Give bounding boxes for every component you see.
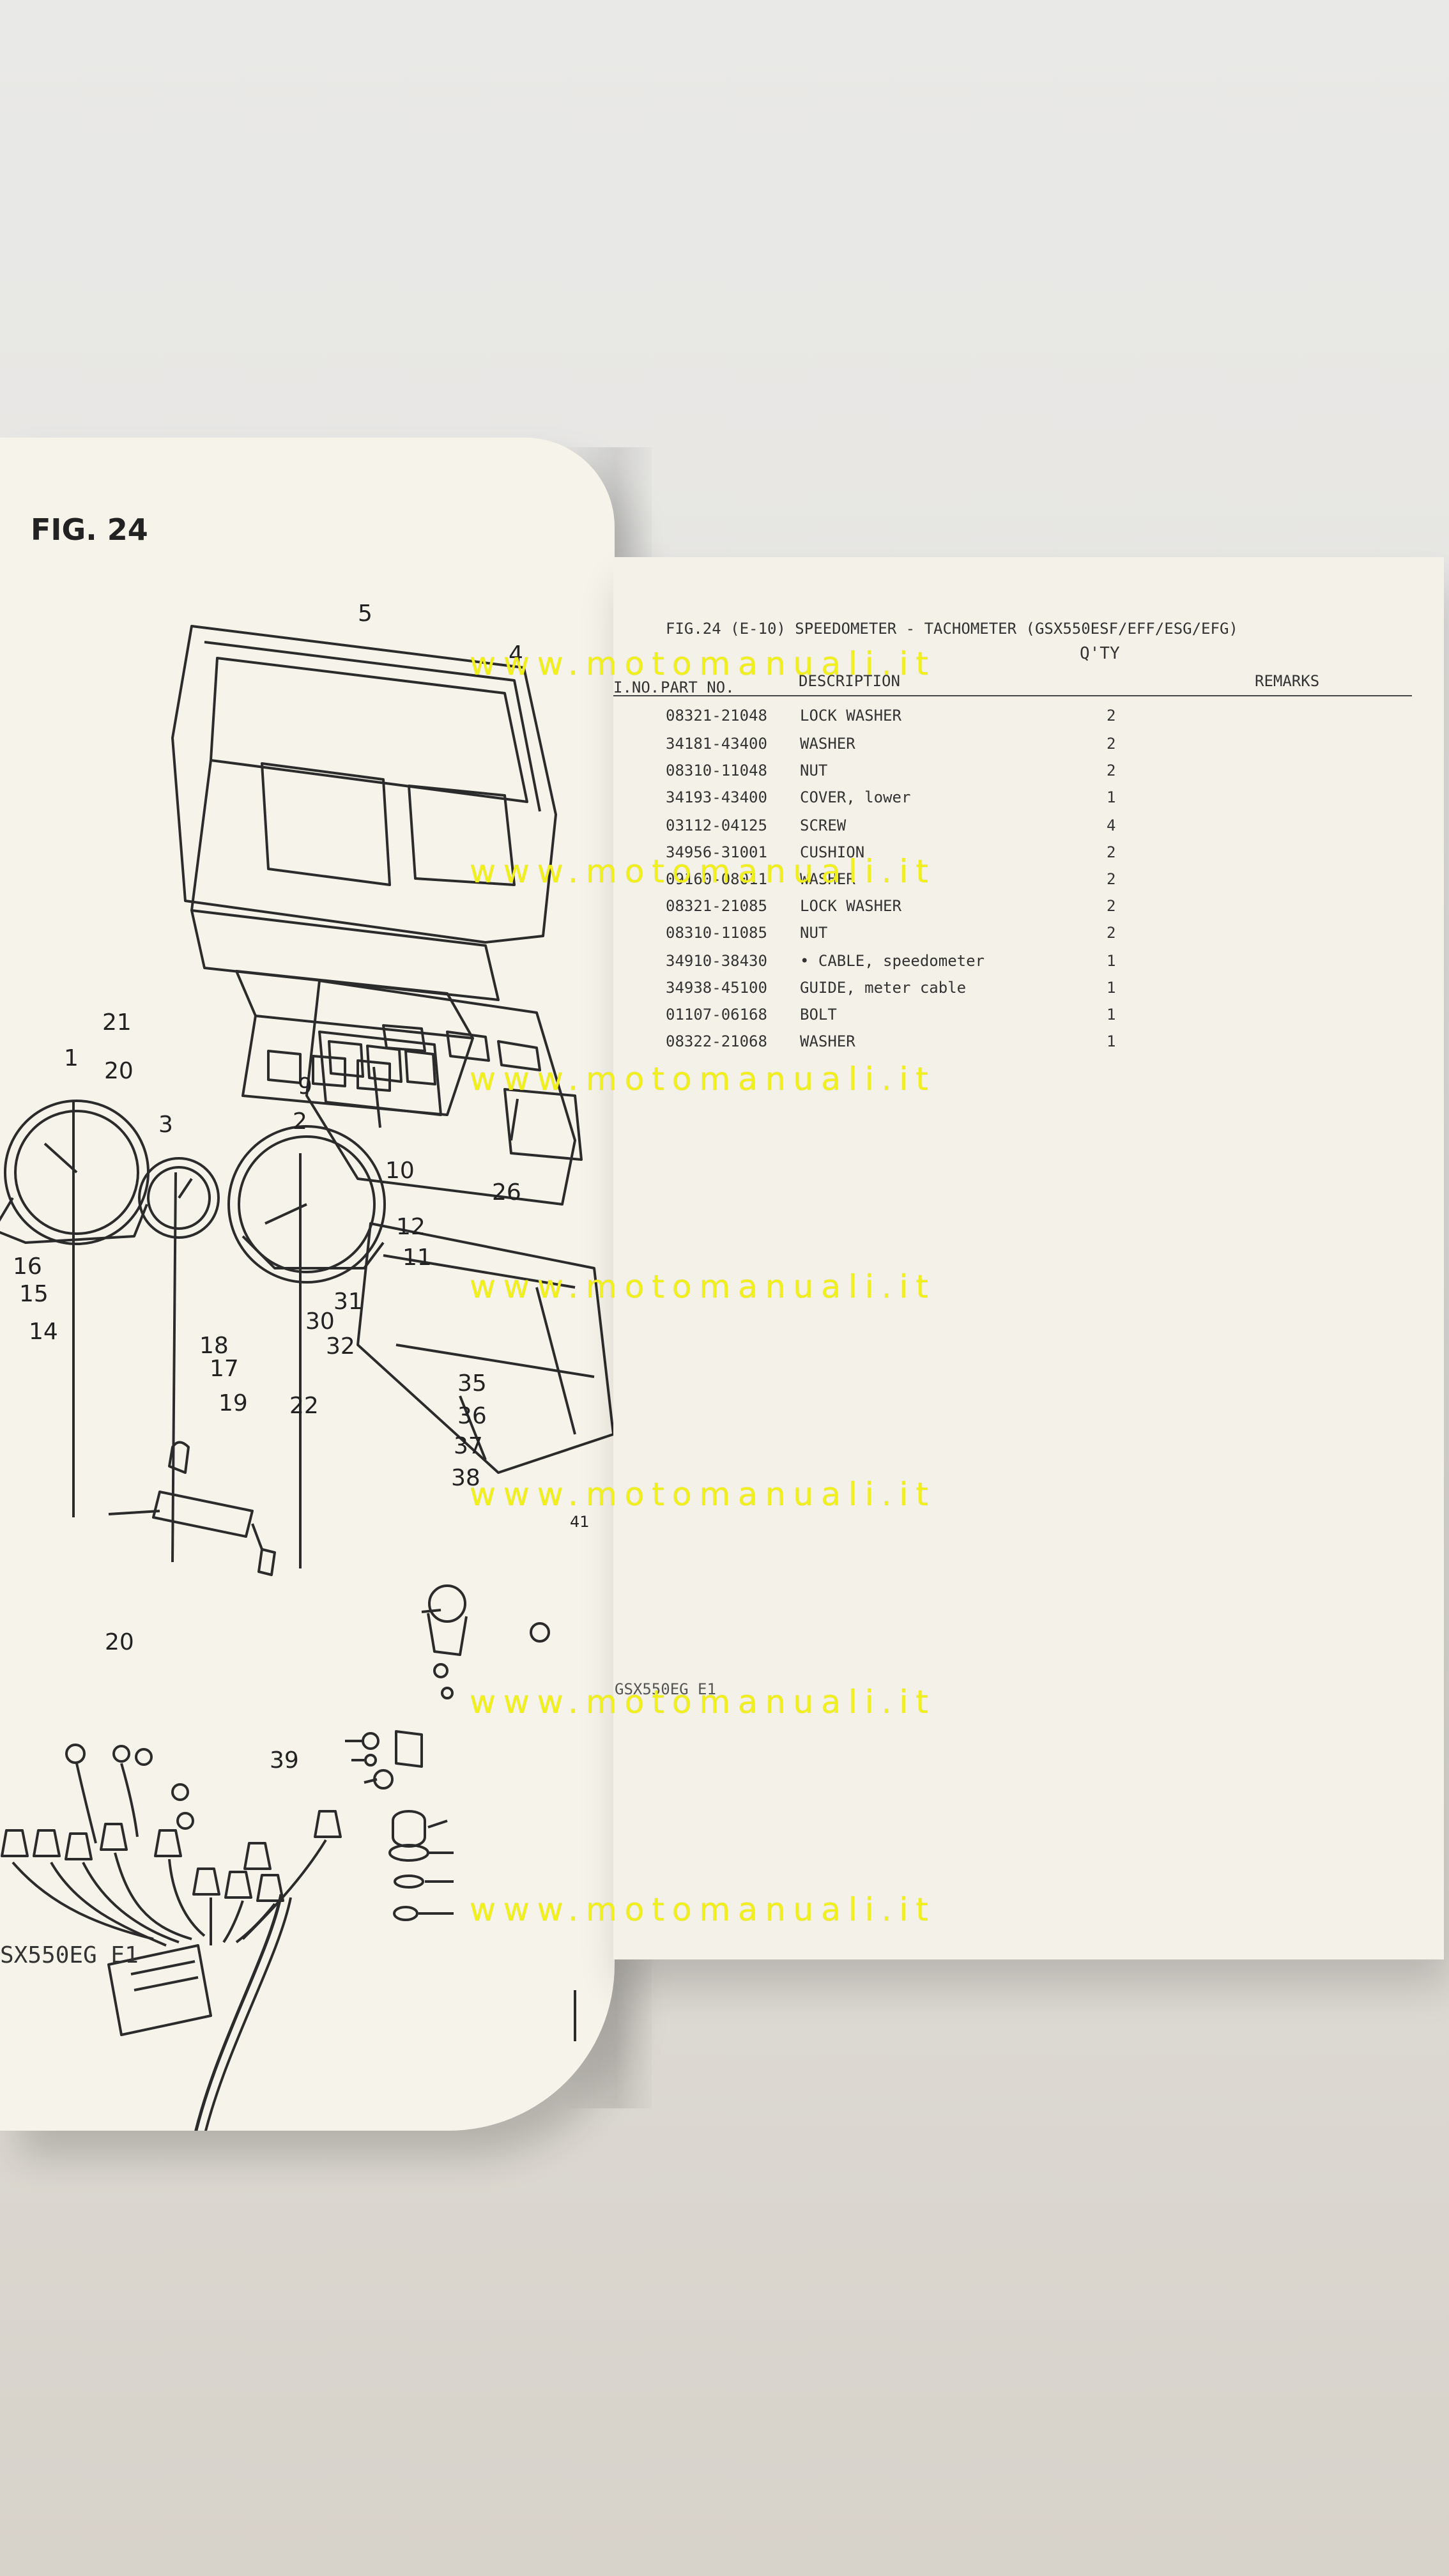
part-number: 34956-31001 — [666, 843, 767, 861]
part-description: NUT — [800, 924, 828, 942]
part-qty: 1 — [1107, 952, 1116, 970]
part-number: 34910-38430 — [666, 952, 767, 970]
part-no-header: PART NO. — [661, 678, 735, 696]
part-qty: 1 — [1107, 788, 1116, 806]
callout: 5 — [358, 601, 372, 627]
watermark: www.motomanuali.it — [470, 1891, 937, 1928]
left-page — [0, 438, 615, 2131]
callout: 31 — [334, 1289, 363, 1315]
watermark: www.motomanuali.it — [470, 1061, 937, 1098]
part-qty: 2 — [1107, 870, 1116, 888]
part-number: 34938-45100 — [666, 979, 767, 997]
header-rule — [613, 695, 1412, 696]
watermark: www.motomanuali.it — [470, 1476, 937, 1513]
callout: 1 — [64, 1045, 79, 1071]
part-number: 08321-21048 — [666, 707, 767, 724]
part-number: 34181-43400 — [666, 735, 767, 753]
remarks-header: REMARKS — [1255, 672, 1320, 690]
part-qty: 2 — [1107, 897, 1116, 915]
callout: 12 — [396, 1214, 425, 1240]
callout: 15 — [19, 1281, 49, 1307]
left-model-code: SX550EG E1 — [0, 1942, 139, 1968]
watermark: www.motomanuali.it — [470, 1683, 937, 1721]
part-qty: 2 — [1107, 843, 1116, 861]
exploded-diagram — [0, 625, 615, 2131]
ref-header: I.NO. — [613, 678, 660, 696]
part-description: NUT — [800, 762, 828, 779]
part-description: WASHER — [800, 1032, 855, 1050]
part-qty: 4 — [1107, 816, 1116, 834]
callout: 19 — [218, 1390, 248, 1416]
watermark: www.motomanuali.it — [470, 853, 937, 890]
part-number: 09160-08011 — [666, 870, 767, 888]
part-qty: 2 — [1107, 924, 1116, 942]
callout: 20 — [104, 1058, 134, 1084]
part-qty: 1 — [1107, 979, 1116, 997]
part-qty: 2 — [1107, 762, 1116, 779]
callout: 21 — [102, 1009, 132, 1036]
callout: 39 — [270, 1747, 299, 1774]
part-qty: 1 — [1107, 1032, 1116, 1050]
right-page — [613, 557, 1444, 1959]
callout: 37 — [454, 1433, 483, 1459]
callout: 22 — [289, 1393, 319, 1419]
part-number: 08321-21085 — [666, 897, 767, 915]
part-description: WASHER — [800, 870, 855, 888]
part-description: CUSHION — [800, 843, 865, 861]
callout: 14 — [29, 1319, 58, 1345]
callout: 9 — [298, 1073, 312, 1100]
right-model-code: GSX550EG E1 — [615, 1680, 716, 1698]
part-description: • CABLE, speedometer — [800, 952, 985, 970]
callout: 35 — [457, 1370, 487, 1397]
part-description: COVER, lower — [800, 788, 911, 806]
part-description: BOLT — [800, 1006, 837, 1023]
callout: 30 — [305, 1308, 335, 1335]
part-description: SCREW — [800, 816, 847, 834]
part-qty: 2 — [1107, 707, 1116, 724]
fig-label: FIG. 24 — [31, 512, 148, 547]
part-qty: 1 — [1107, 1006, 1116, 1023]
watermark: www.motomanuali.it — [470, 1268, 937, 1305]
callout: 26 — [492, 1179, 521, 1206]
callout: 2 — [293, 1108, 307, 1135]
callout: 17 — [210, 1356, 239, 1382]
part-number: 08310-11048 — [666, 762, 767, 779]
callout: 18 — [199, 1333, 229, 1359]
part-description: WASHER — [800, 735, 855, 753]
watermark: www.motomanuali.it — [470, 645, 937, 682]
parts-table-title: FIG.24 (E-10) SPEEDOMETER - TACHOMETER (… — [666, 620, 1238, 638]
callout: 41 — [570, 1513, 590, 1531]
description-header: DESCRIPTION — [799, 672, 900, 690]
part-qty: 2 — [1107, 735, 1116, 753]
callout: 16 — [13, 1254, 42, 1280]
callout: 20 — [105, 1629, 134, 1655]
callout: 32 — [326, 1333, 355, 1360]
callout: 11 — [402, 1245, 432, 1271]
part-number: 08310-11085 — [666, 924, 767, 942]
qty-header: Q'TY — [1080, 644, 1120, 663]
callout: 36 — [457, 1403, 487, 1429]
part-description: GUIDE, meter cable — [800, 979, 967, 997]
part-number: 03112-04125 — [666, 816, 767, 834]
part-number: 08322-21068 — [666, 1032, 767, 1050]
part-number: 01107-06168 — [666, 1006, 767, 1023]
callout: 10 — [385, 1158, 415, 1184]
callout: 4 — [509, 641, 523, 668]
part-description: LOCK WASHER — [800, 707, 901, 724]
callout: 3 — [158, 1112, 173, 1138]
part-description: LOCK WASHER — [800, 897, 901, 915]
part-number: 34193-43400 — [666, 788, 767, 806]
callout: 38 — [451, 1465, 480, 1491]
